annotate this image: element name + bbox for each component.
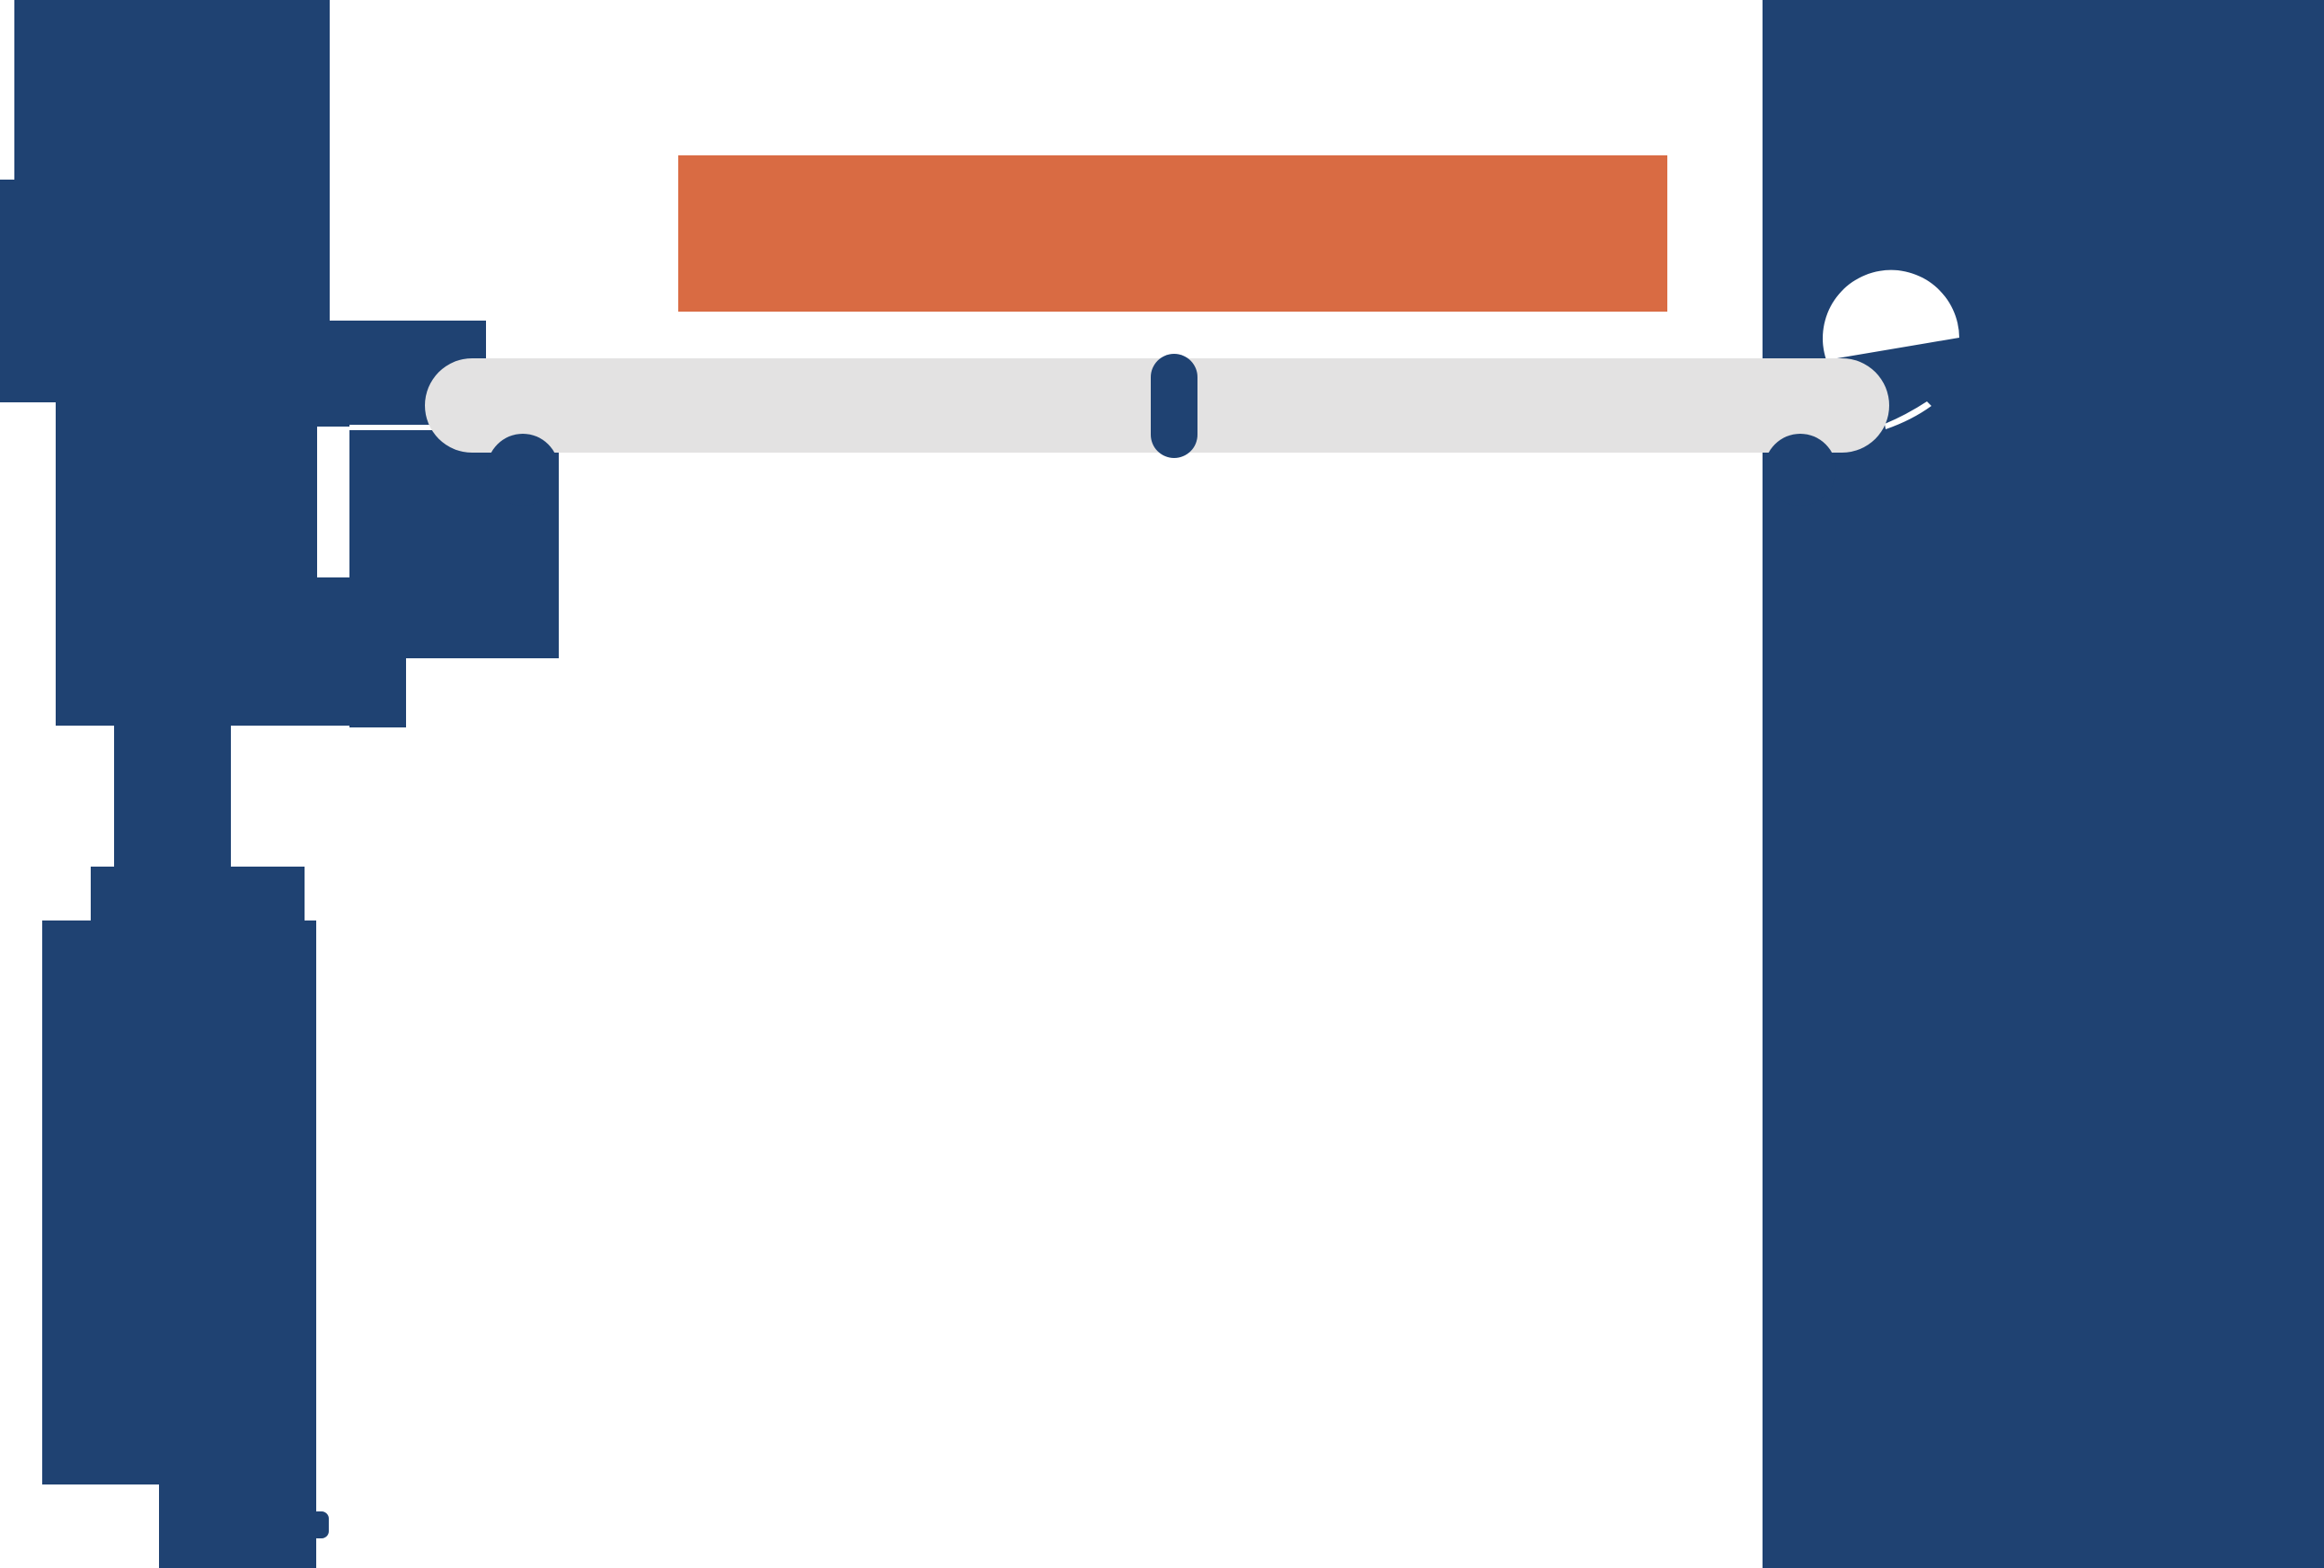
track-cap-bump-right — [1764, 434, 1836, 506]
left-glyph-top-block — [0, 0, 330, 402]
right-glyph-counter-sliver — [1885, 401, 1931, 429]
track-cap-bump-left — [487, 434, 559, 506]
right-glyph-counter-dome — [1823, 269, 1959, 360]
left-glyph-foot-tab — [310, 1511, 329, 1538]
highlight-bar[interactable] — [678, 155, 1667, 312]
left-glyph-step — [91, 867, 305, 921]
right-glyph-panel — [1763, 0, 2324, 1568]
left-glyph-bridge-top — [317, 402, 349, 427]
left-glyph-lower-mass — [349, 430, 559, 727]
left-glyph-foot — [159, 1484, 316, 1568]
left-glyph-bridge-bottom — [317, 577, 349, 726]
left-glyph-mid-block — [56, 402, 317, 726]
left-glyph-stem — [114, 726, 231, 867]
slider-thumb[interactable] — [1151, 354, 1197, 458]
left-glyph-column — [42, 921, 316, 1484]
